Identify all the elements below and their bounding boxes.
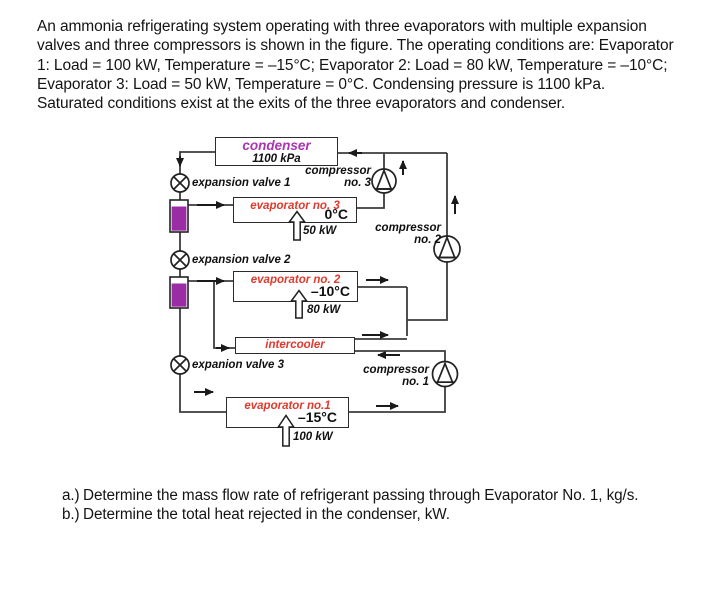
problem-line: An ammonia refrigerating system operatin…: [37, 18, 647, 35]
compressor-3-icon: [371, 168, 397, 194]
problem-line: valves and three compressors is shown in…: [37, 37, 674, 55]
compressor-1-label-line2: no. 1: [402, 376, 429, 388]
pipe-valve3-to-evap1: [179, 374, 226, 413]
pipe-evap3-to-comp3: [357, 193, 385, 209]
intercooler-title: intercooler: [265, 339, 325, 351]
compressor-3-label-line2: no. 3: [344, 177, 371, 189]
compressor-2-label: compressor no. 2: [375, 222, 441, 246]
evaporator3-temperature: 0°C: [324, 206, 349, 222]
question-b-marker: b.): [62, 506, 80, 523]
evaporator1-temperature: –15°C: [297, 409, 337, 425]
question-b-text: Determine the total heat rejected in the…: [83, 506, 450, 523]
question-b: b.)Determine the total heat rejected in …: [62, 506, 450, 524]
flash-tanks: [169, 199, 189, 309]
condenser-box: condenser 1100 kPa: [215, 137, 338, 166]
pipe-branch-to-intercooler: [213, 281, 235, 349]
flash-tank-1: [169, 199, 189, 233]
pipe-condenser-to-valve1: [179, 151, 215, 174]
problem-line: Evaporator 3: Load = 50 kW, Temperature …: [37, 75, 606, 93]
flash-tank-2: [169, 276, 189, 309]
pipe-evap1-to-comp1: [348, 387, 446, 413]
evaporator1-title: evaporator no.1: [244, 400, 331, 412]
condenser-title: condenser: [242, 138, 311, 153]
expansion-valve-3-label: expanion valve 3: [192, 359, 285, 371]
expansion-valve-3-icon: [170, 355, 190, 375]
expansion-valve-2-label: expansion valve 2: [192, 254, 291, 266]
evaporator3-box: evaporator no. 3 0°C: [233, 197, 357, 223]
problem-statement: An ammonia refrigerating system operatin…: [37, 17, 674, 113]
evaporator3-title: evaporator no. 3: [250, 200, 340, 212]
question-a: a.)Determine the mass flow rate of refri…: [62, 487, 639, 505]
evaporator1-box: evaporator no.1 –15°C: [226, 397, 349, 428]
expansion-valve-2-icon: [170, 250, 190, 270]
compressor-1-label-line1: compressor: [363, 364, 429, 376]
intercooler-box: intercooler: [235, 337, 355, 354]
evaporator3-load-label: 50 kW: [303, 225, 337, 237]
expansion-valve-1-label: expansion valve 1: [192, 177, 291, 189]
compressor-1-label: compressor no. 1: [363, 364, 429, 388]
expansion-valve-1-icon: [170, 173, 190, 193]
pipe-comp2-suction: [407, 262, 448, 321]
evaporator2-load-label: 80 kW: [307, 304, 341, 316]
compressor-1-icon: [431, 360, 459, 388]
compressor-2-label-line1: compressor: [375, 222, 441, 234]
problem-line: Saturated conditions exist at the exits …: [37, 95, 566, 113]
evaporator2-box: evaporator no. 2 –10°C: [233, 271, 358, 302]
question-a-marker: a.): [62, 487, 80, 504]
evaporator1-load-label: 100 kW: [293, 431, 333, 443]
evaporator2-title: evaporator no. 2: [250, 274, 341, 286]
condenser-pressure: 1100 kPa: [252, 153, 301, 165]
compressor-3-label-line1: compressor: [305, 165, 371, 177]
question-a-text: Determine the mass flow rate of refriger…: [83, 487, 639, 504]
compressor-2-label-line2: no. 2: [414, 234, 441, 246]
pipe-comp1-to-intercooler: [355, 350, 446, 361]
compressor-symbols: [371, 168, 461, 388]
evaporator2-temperature: –10°C: [310, 283, 350, 299]
problem-line: 1: Load = 100 kW, Temperature = –15°C; E…: [37, 56, 668, 74]
compressor-3-label: compressor no. 3: [305, 165, 371, 189]
valve-symbols: [170, 173, 190, 375]
